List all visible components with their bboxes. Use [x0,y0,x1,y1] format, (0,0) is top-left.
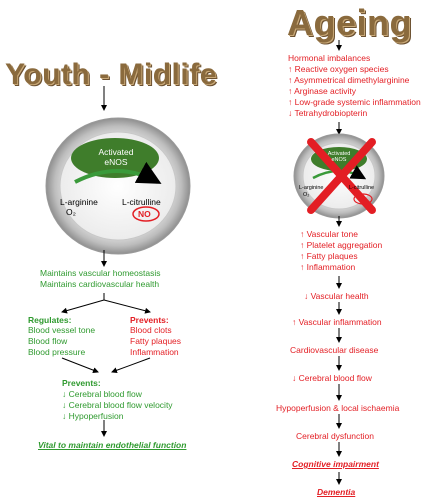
hormonal-line: ↑ Arginase activity [288,86,357,96]
l-citrulline-label-right: L-citrulline [349,185,375,191]
step-cerebral-dysfunction: Cerebral dysfunction [296,431,374,441]
prevents-item: Inflammation [130,347,179,357]
youth-midlife-title: Youth - Midlife [5,58,217,91]
cognitive-impairment: Cognitive impairment [292,459,379,469]
conclusion-text: Vital to maintain endothelial function [38,440,187,450]
l-arginine-label-right: L-arginine [299,185,324,191]
o2-label-right: O₂ [303,192,310,198]
step-hypoperfusion: Hypoperfusion & local ischaemia [276,403,400,413]
step-cardiovascular-disease: Cardiovascular disease [290,345,379,355]
vascular-line: ↑ Vascular tone [300,229,358,239]
enos-label-right: Activated eNOS [327,151,351,163]
regulates-item: Blood flow [28,336,68,346]
hormonal-line: ↑ Asymmetrical dimethylarginine [288,75,410,85]
no-label-left: NO [138,209,151,219]
arrow-regulates-to-prevents2 [61,357,99,373]
l-arginine-label-left: L-arginine [60,197,98,207]
hormonal-line: ↑ Reactive oxygen species [288,64,389,74]
step-vascular-health: ↓ Vascular health [304,291,369,301]
dementia: Dementia [317,487,356,497]
regulates-item: Blood pressure [28,347,86,357]
maintains-line-2: Maintains cardiovascular health [40,279,160,289]
hormonal-line: Hormonal imbalances [288,53,371,63]
prevents-item: Fatty plaques [130,336,182,346]
reaction-arrow-left [74,161,162,184]
enos-label-left: Activated eNOS [98,147,134,167]
prevents-item: Blood clots [130,325,172,335]
arrow-prevents-to-prevents2 [111,357,151,374]
prevents-title: Prevents: [130,315,169,325]
l-citrulline-label-left: L-citrulline [122,197,161,207]
arrow-to-regulates [61,299,105,314]
no-circle-left [132,206,160,222]
vessel-cross-section-right [293,133,385,219]
prevents2-item: ↓ Cerebral blood flow [62,389,142,399]
prevents2-title: Prevents: [62,378,101,388]
maintains-line-1: Maintains vascular homeostasis [40,268,161,278]
vascular-line: ↑ Inflammation [300,262,356,272]
regulates-title: Regulates: [28,315,72,325]
vascular-line: ↑ Platelet aggregation [300,240,383,250]
step-vascular-inflammation: ↑ Vascular inflammation [292,317,382,327]
prevents2-item: ↓ Hypoperfusion [62,411,124,421]
vessel-cross-section-left [45,117,191,255]
regulates-item: Blood vessel tone [28,325,96,335]
hormonal-line: ↓ Tetrahydrobiopterin [288,108,368,118]
arrow-to-prevents [103,299,151,314]
o2-label-left: O₂ [66,207,76,217]
prevents2-item: ↓ Cerebral blood flow velocity [62,400,173,410]
vascular-line: ↑ Fatty plaques [300,251,358,261]
ageing-title: Ageing [287,2,412,43]
hormonal-line: ↑ Low-grade systemic inflammation [288,97,421,107]
step-cerebral-blood-flow: ↓ Cerebral blood flow [292,373,372,383]
